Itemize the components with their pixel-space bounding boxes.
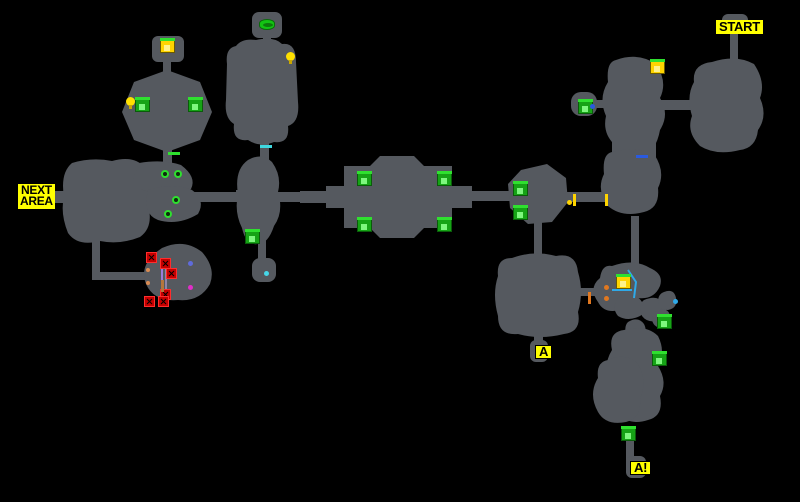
chest-green-mid-right-upper-icon[interactable] xyxy=(513,181,528,196)
dot-orange-a xyxy=(604,285,609,290)
door-cyan-center[interactable] xyxy=(260,145,272,148)
chest-green-right-of-left-room-icon[interactable] xyxy=(188,97,203,112)
chest-green-bottom-right-icon[interactable] xyxy=(621,426,636,441)
dot-cyan-shaft xyxy=(264,271,269,276)
chest-green-far-right-nook-icon[interactable] xyxy=(578,99,593,114)
chest-green-ring-room-tr-icon[interactable] xyxy=(437,171,452,186)
blocked-marker-3-icon[interactable] xyxy=(166,268,177,279)
dot-tan-b xyxy=(146,281,150,285)
chest-green-ring-room-br-icon[interactable] xyxy=(437,217,452,232)
dot-tan-a xyxy=(146,268,150,272)
chest-green-mid-right-lower-icon[interactable] xyxy=(513,205,528,220)
bulb-left-room-icon[interactable] xyxy=(126,97,135,109)
chest-yellow-lower-right-icon[interactable] xyxy=(616,274,631,289)
label-exit-a-exclaim[interactable]: A! xyxy=(630,461,652,476)
dot-orange-b xyxy=(604,296,609,301)
door-green-top-left[interactable] xyxy=(168,152,180,155)
blocked-marker-6-icon[interactable] xyxy=(158,296,169,307)
label-exit-a[interactable]: A xyxy=(535,345,553,360)
label-next-area[interactable]: NEXT AREA xyxy=(18,183,55,209)
ring-green-b-icon[interactable] xyxy=(174,170,182,178)
label-start[interactable]: START xyxy=(716,20,763,35)
dot-blue-ledge xyxy=(673,299,678,304)
chest-green-lower-right-1-icon[interactable] xyxy=(657,314,672,329)
door-orange-lower[interactable] xyxy=(588,292,591,304)
blocked-marker-5-icon[interactable] xyxy=(144,296,155,307)
tube-green-top-icon[interactable] xyxy=(259,19,275,30)
ring-green-c-icon[interactable] xyxy=(172,196,180,204)
chest-green-ring-room-tl-icon[interactable] xyxy=(357,171,372,186)
chest-yellow-upper-right-icon[interactable] xyxy=(650,59,665,74)
door-blue-right[interactable] xyxy=(636,155,648,158)
dot-magenta-cave xyxy=(188,285,193,290)
chest-green-lower-right-2-icon[interactable] xyxy=(652,351,667,366)
dot-blue-cave xyxy=(188,261,193,266)
chest-yellow-top-left-icon[interactable] xyxy=(160,38,175,53)
ring-green-d-icon[interactable] xyxy=(164,210,172,218)
bulb-top-center-icon[interactable] xyxy=(286,52,295,64)
dot-yellow-corridor xyxy=(567,200,572,205)
blocked-marker-1-icon[interactable] xyxy=(146,252,157,263)
chest-green-ring-room-bl-icon[interactable] xyxy=(357,217,372,232)
dot-blue-nook xyxy=(590,104,595,109)
door-yellow-right[interactable] xyxy=(605,194,608,206)
chest-green-center-column-icon[interactable] xyxy=(245,229,260,244)
door-brown-cave[interactable] xyxy=(161,280,164,292)
door-yellow-left[interactable] xyxy=(573,194,576,206)
chest-green-left-room-icon[interactable] xyxy=(135,97,150,112)
ring-green-a-icon[interactable] xyxy=(161,170,169,178)
